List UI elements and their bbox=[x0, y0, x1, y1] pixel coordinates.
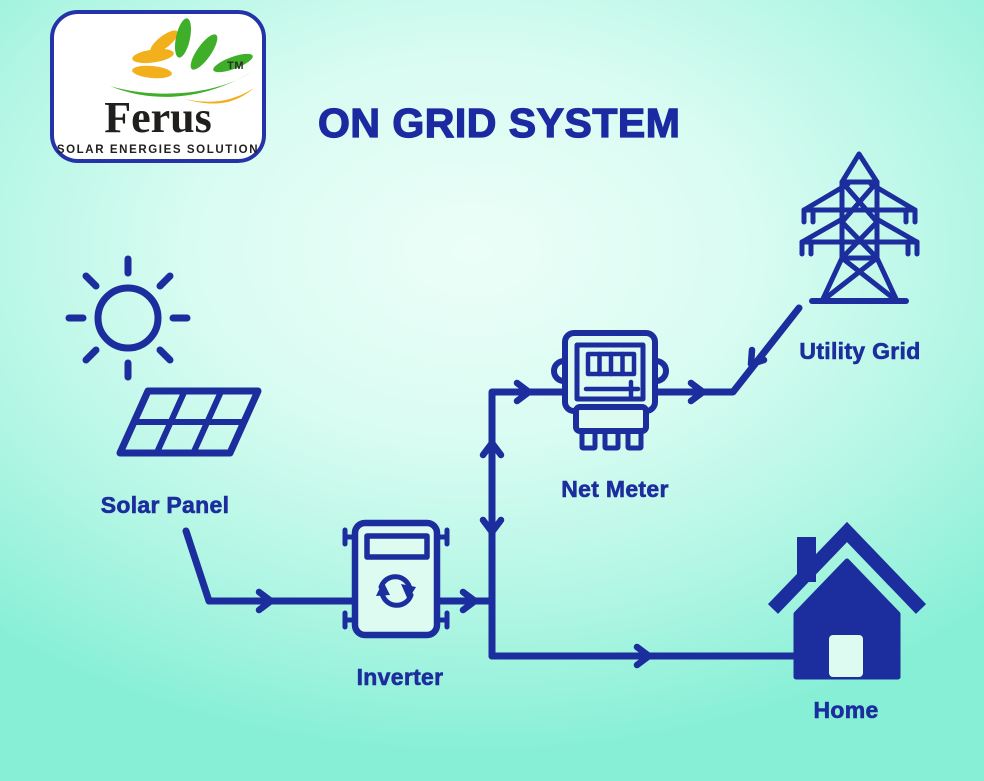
logo-brand-name: Ferus bbox=[104, 93, 212, 142]
arrow-down-from-net-meter bbox=[479, 516, 505, 536]
ferus-logo: TM Ferus SOLAR ENERGIES SOLUTION bbox=[50, 10, 266, 163]
solar-panel-icon bbox=[116, 387, 262, 457]
inverter-label: Inverter bbox=[356, 664, 444, 691]
net-meter-icon bbox=[551, 330, 669, 451]
arrow-junction-to-net-meter bbox=[513, 379, 533, 405]
utility-grid-label: Utility Grid bbox=[799, 338, 921, 365]
house-icon bbox=[767, 521, 927, 680]
arrow-up-to-net-meter bbox=[479, 439, 505, 459]
inverter-icon bbox=[342, 519, 450, 639]
solar-panel-label: Solar Panel bbox=[100, 492, 230, 519]
arrow-junction-to-home bbox=[633, 643, 653, 669]
logo-tagline: SOLAR ENERGIES SOLUTION bbox=[56, 144, 260, 156]
sun-icon bbox=[65, 255, 191, 381]
transmission-tower-icon bbox=[799, 151, 920, 304]
door bbox=[829, 635, 863, 677]
arrow-net-meter-to-grid bbox=[687, 379, 707, 405]
trademark-symbol: TM bbox=[227, 60, 244, 72]
home-label: Home bbox=[813, 697, 879, 724]
net-meter-label: Net Meter bbox=[561, 476, 669, 503]
sync-arrows-icon bbox=[376, 574, 416, 608]
arrow-inverter-to-junction bbox=[459, 588, 479, 614]
arrow-grid-to-net-meter bbox=[747, 346, 768, 368]
flow-connections bbox=[182, 304, 803, 669]
leaf-logo-icon bbox=[110, 18, 254, 104]
page-title: ON GRID SYSTEM bbox=[317, 99, 681, 146]
arrow-solar-to-inverter bbox=[255, 588, 275, 614]
